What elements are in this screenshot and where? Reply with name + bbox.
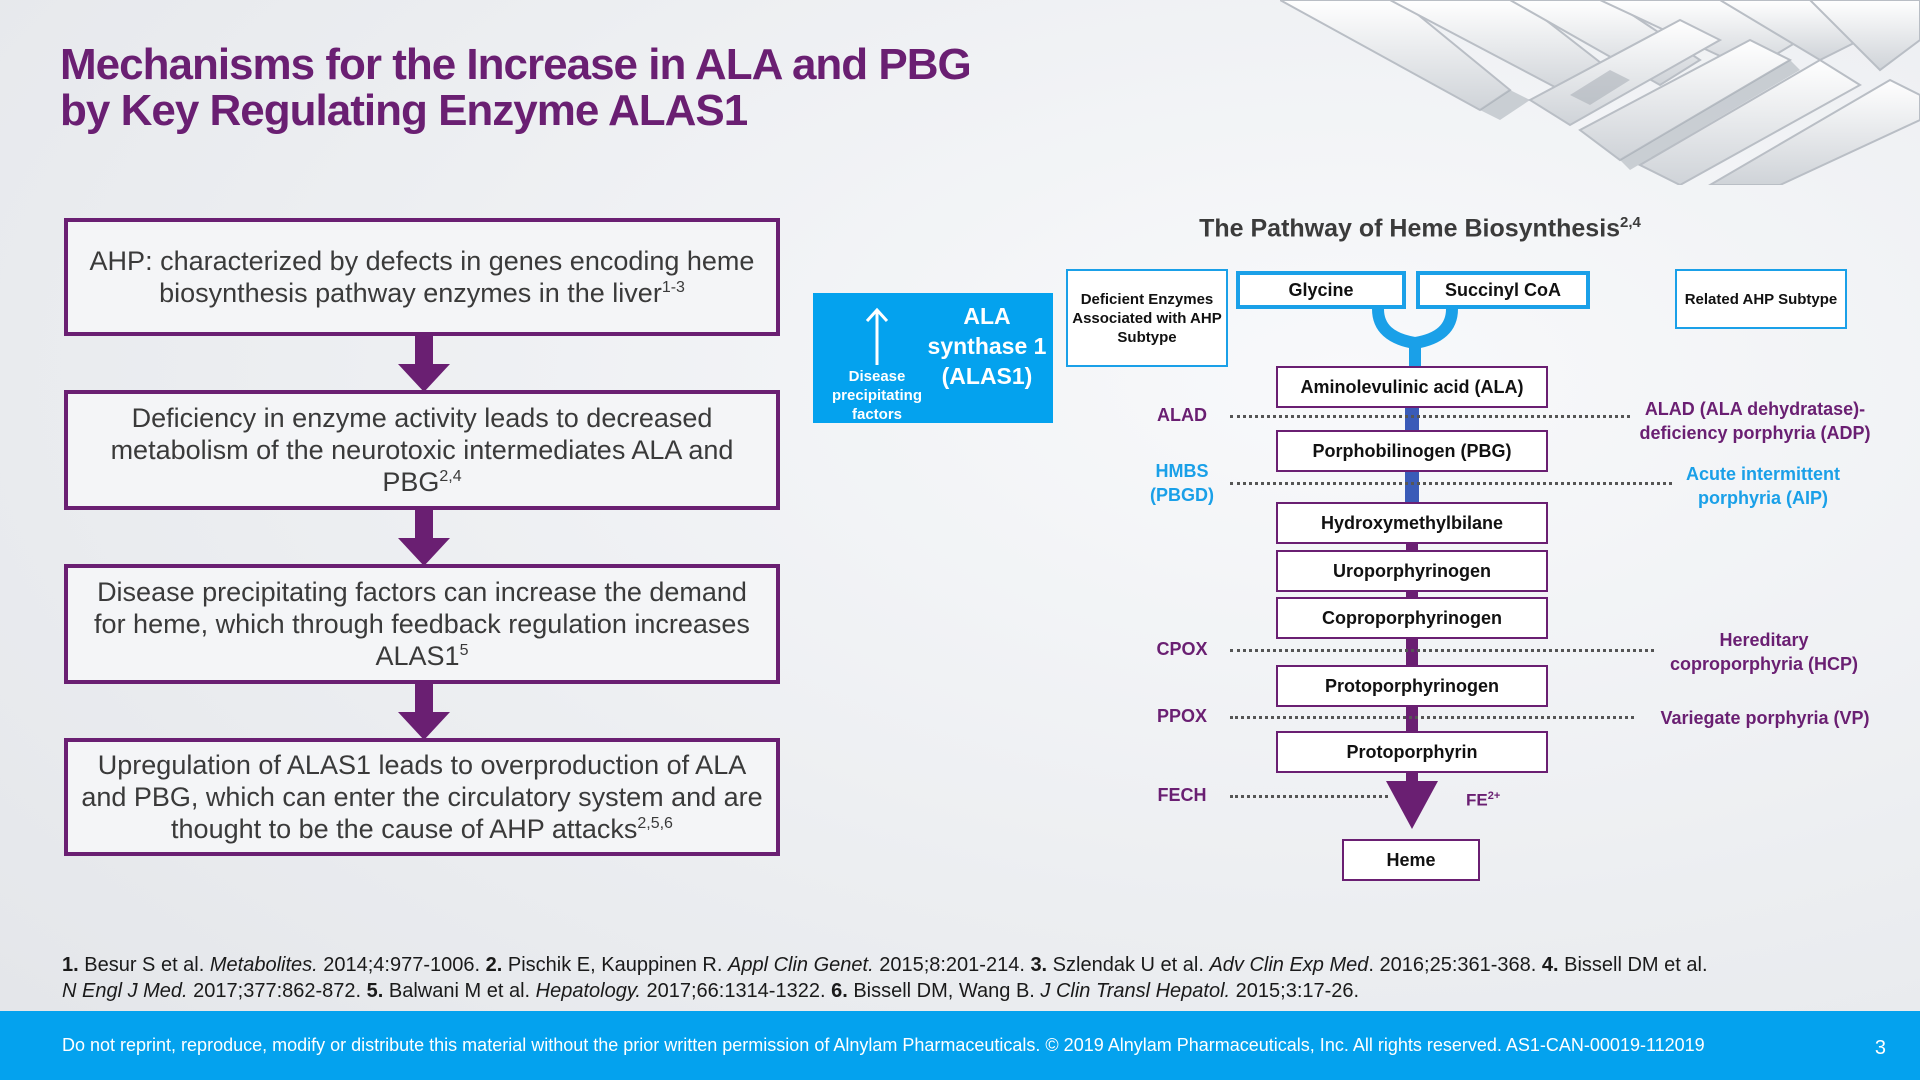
pathway-step-protoporphyrin: Protoporphyrin (1276, 731, 1548, 773)
enzyme-alad: ALAD (1157, 405, 1207, 425)
enzyme-cpox: CPOX (1156, 639, 1208, 659)
arrow-up-icon (865, 307, 889, 365)
reference-segment: 2. (485, 954, 503, 976)
enzyme-ppox: PPOX (1156, 706, 1208, 726)
reference-segment: J Clin Transl Hepatol. (1040, 980, 1231, 1002)
maze-background-image (1280, 0, 1920, 185)
footer-disclaimer: Do not reprint, reproduce, modify or dis… (62, 1035, 1705, 1055)
reference-segment: 3. (1030, 954, 1048, 976)
dotted-leader-line (1230, 795, 1388, 798)
title-line-2: by Key Regulating Enzyme ALAS1 (60, 86, 748, 135)
reference-segment: 1. (62, 954, 79, 976)
enzyme-fech: FECH (1157, 785, 1207, 805)
substrate-glycine: Glycine (1236, 271, 1406, 309)
iron-label: FE2+ (1466, 790, 1501, 810)
pathway-connector (1406, 592, 1418, 597)
pathway-step-hydroxymethylbilane: Hydroxymethylbilane (1276, 502, 1548, 544)
pathway-step-pbg: Porphobilinogen (PBG) (1276, 430, 1548, 472)
flow-text-3: Disease precipitating factors can increa… (94, 577, 750, 671)
reference-segment: Bissell DM, Wang B. (847, 980, 1041, 1002)
substrate-merge-connector (1372, 309, 1458, 369)
reference-segment: 2017;66:1314-1322. (640, 980, 832, 1002)
references: 1. Besur S et al. Metabolites. 2014;4:97… (62, 952, 1862, 1004)
subtype-aip: Acute intermittent porphyria (AIP) (1685, 464, 1840, 508)
pathway-arrow-down-icon (1386, 773, 1438, 829)
flow-arrow-down-icon (398, 510, 450, 566)
flow-box-enzyme-deficiency: Deficiency in enzyme activity leads to d… (64, 390, 780, 510)
enzyme-hmbs: HMBS (PBGD) (1150, 461, 1214, 505)
title-line-1: Mechanisms for the Increase in ALA and P… (60, 40, 972, 89)
deficient-enzymes-header: Deficient Enzymes Associated with AHP Su… (1066, 269, 1228, 367)
pathway-connector (1406, 707, 1418, 731)
reference-segment: 2014;4:977-1006. (317, 954, 486, 976)
flow-text-4: Upregulation of ALAS1 leads to overprodu… (81, 750, 763, 844)
dotted-leader-line (1230, 716, 1634, 719)
dotted-leader-line (1230, 415, 1630, 418)
alas1-factors-label: Disease precipitating factors (831, 368, 922, 423)
reference-segment: Bissell DM et al. (1558, 954, 1708, 976)
pathway-step-protoporphyrinogen: Protoporphyrinogen (1276, 665, 1548, 707)
dotted-leader-line (1230, 649, 1654, 652)
pathway-title: The Pathway of Heme Biosynthesis2,4 (1199, 214, 1641, 243)
reference-segment: Appl Clin Genet. (728, 954, 874, 976)
page-number: 3 (1874, 1037, 1886, 1059)
reference-segment: Besur S et al. (78, 954, 210, 976)
reference-segment: . 2016;25:361-368. (1368, 954, 1542, 976)
footer-bar: Do not reprint, reproduce, modify or dis… (0, 1011, 1920, 1080)
flow-text-1: AHP: characterized by defects in genes e… (89, 246, 755, 308)
reference-segment: Balwani M et al. (383, 980, 536, 1002)
pathway-connector (1406, 544, 1418, 550)
reference-segment: N Engl J Med. (62, 980, 188, 1002)
dotted-leader-line (1230, 482, 1672, 485)
pathway-connector (1405, 408, 1419, 430)
reference-line: 1. Besur S et al. Metabolites. 2014;4:97… (62, 952, 1862, 978)
pathway-step-ala: Aminolevulinic acid (ALA) (1276, 366, 1548, 408)
flow-ref-3: 5 (459, 642, 469, 659)
reference-segment: 2015;8:201-214. (873, 954, 1031, 976)
alas1-name-label: ALA synthase 1 (ALAS1) (927, 303, 1047, 389)
substrate-succinyl-coa: Succinyl CoA (1416, 271, 1590, 309)
flow-ref-2: 2,4 (439, 468, 462, 485)
page-title: Mechanisms for the Increase in ALA and P… (60, 40, 972, 135)
flow-ref-1: 1-3 (661, 279, 685, 296)
subtype-adp: ALAD (ALA dehydratase)-deficiency porphy… (1639, 399, 1871, 443)
reference-segment: 4. (1541, 954, 1559, 976)
reference-segment: Metabolites. (209, 954, 318, 976)
flow-ref-4: 2,5,6 (637, 815, 673, 832)
flow-arrow-down-icon (398, 336, 450, 392)
flow-box-alas1-upregulation: Upregulation of ALAS1 leads to overprodu… (64, 738, 780, 856)
subtype-vp: Variegate porphyria (VP) (1660, 708, 1870, 728)
reference-segment: 2017;377:862-872. (187, 980, 367, 1002)
pathway-step-uroporphyrinogen: Uroporphyrinogen (1276, 550, 1548, 592)
flow-arrow-down-icon (398, 684, 450, 740)
flow-box-ahp-defects: AHP: characterized by defects in genes e… (64, 218, 780, 336)
pathway-step-heme: Heme (1342, 839, 1480, 881)
reference-line: N Engl J Med. 2017;377:862-872. 5. Balwa… (62, 978, 1862, 1004)
alas1-callout-box: Disease precipitating factors ALA syntha… (813, 293, 1053, 423)
reference-segment: Szlendak U et al. (1047, 954, 1210, 976)
reference-segment: Hepatology. (535, 980, 641, 1002)
reference-segment: Adv Clin Exp Med (1209, 954, 1369, 976)
flow-text-2: Deficiency in enzyme activity leads to d… (110, 403, 734, 497)
reference-segment: 2015;3:17-26. (1230, 980, 1360, 1002)
reference-segment: 6. (831, 980, 848, 1002)
subtype-hcp: Hereditary coproporphyria (HCP) (1669, 630, 1858, 674)
related-subtype-header: Related AHP Subtype (1675, 269, 1847, 329)
pathway-connector (1406, 639, 1418, 665)
reference-segment: 5. (366, 980, 384, 1002)
flow-box-precipitating-factors: Disease precipitating factors can increa… (64, 564, 780, 684)
pathway-connector (1405, 472, 1419, 502)
pathway-step-coproporphyrinogen: Coproporphyrinogen (1276, 597, 1548, 639)
reference-segment: Pischik E, Kauppinen R. (502, 954, 728, 976)
